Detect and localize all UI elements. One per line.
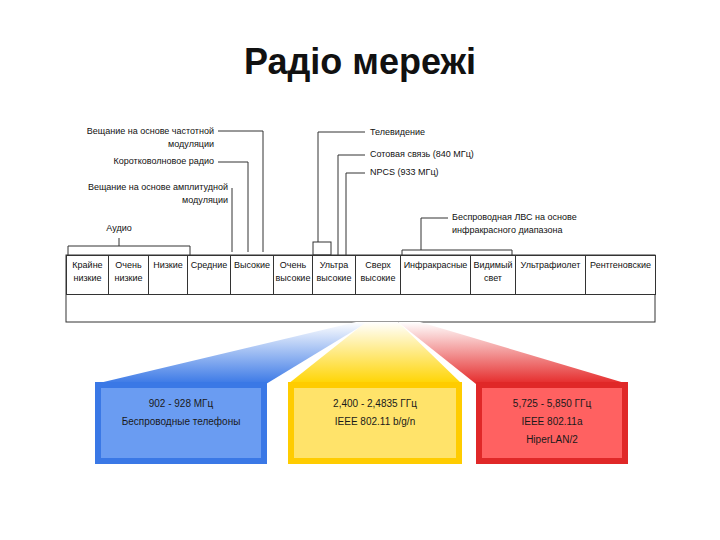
audio-bracket — [68, 246, 190, 255]
bracket-label: Аудио — [89, 222, 149, 235]
band-name: Высокие — [232, 259, 272, 272]
slide-title: Радіо мережі — [0, 40, 720, 84]
band-name: Средние — [189, 259, 229, 272]
frequency-range: 2,400 - 2,4835 ГГц — [298, 395, 452, 413]
tv-bracket — [313, 242, 331, 255]
callout-label: NPCS (933 МГц) — [370, 166, 570, 179]
band-name: Ультра высокие — [314, 259, 354, 285]
band-name: Видимый свет — [472, 259, 514, 285]
frequency-box: 2,400 - 2,4835 ГГцIEEE 802.11 b/g/n — [294, 388, 456, 458]
frequency-box: 5,725 - 5,850 ГГцIEEE 802.11aHiperLAN/2 — [482, 388, 622, 458]
callout-label: Беспроводная ЛВС на основе инфракрасного… — [452, 211, 587, 237]
callout-label: Вещание на основе частотной модуляции — [74, 125, 214, 151]
standard-name: IEEE 802.11 b/g/n — [298, 413, 452, 431]
leader-line — [421, 218, 448, 250]
band-cell: Низкие — [148, 255, 188, 295]
callout-label: Коротковолновое радио — [74, 155, 214, 168]
band-cell: Очень высокие — [273, 255, 313, 295]
leader-line — [318, 132, 365, 242]
yellow-frame — [288, 382, 462, 464]
callout-label: Сотовая связь (840 МГц) — [370, 148, 570, 161]
band-name: Очень низкие — [110, 259, 147, 285]
band-cell: Крайне низкие — [66, 255, 109, 295]
frequency-range: 902 - 928 МГц — [105, 395, 257, 413]
leader-line — [218, 162, 248, 252]
frequency-box: 902 - 928 МГцБеспроводные телефоны — [101, 388, 261, 458]
band-name: Крайне низкие — [68, 259, 107, 285]
standard-name: HiperLAN/2 — [486, 431, 618, 449]
standard-name: IEEE 802.11a — [486, 413, 618, 431]
leader-line — [346, 173, 365, 255]
band-name: Инфракрасные — [402, 259, 469, 272]
standard-name: Беспроводные телефоны — [105, 413, 257, 431]
blue-frame — [95, 382, 267, 464]
leader-line — [338, 155, 365, 255]
band-cell: Сверх высокие — [355, 255, 401, 295]
band-cell: Ультра высокие — [312, 255, 356, 295]
red-beam — [398, 322, 628, 384]
frequency-range: 5,725 - 5,850 ГГц — [486, 395, 618, 413]
band-name: Низкие — [150, 259, 186, 272]
band-name: Очень высокие — [275, 259, 311, 285]
band-cell: Видимый свет — [470, 255, 516, 295]
band-name: Сверх высокие — [357, 259, 399, 285]
band-cell: Инфракрасные — [400, 255, 471, 295]
band-cell: Высокие — [230, 255, 274, 295]
callout-label: Вещание на основе амплитудной модуляции — [78, 181, 228, 207]
band-cell: Очень низкие — [108, 255, 149, 295]
red-frame — [476, 382, 628, 464]
callout-label: Телевидение — [370, 126, 570, 139]
spectrum-bar — [66, 255, 655, 322]
band-cell: Средние — [187, 255, 231, 295]
band-cell: Ультрафиолет — [515, 255, 586, 295]
band-name: Ультрафиолет — [517, 259, 584, 272]
leader-line — [232, 188, 233, 252]
band-cell: Рентгеновские — [585, 255, 656, 295]
band-name: Рентгеновские — [587, 259, 654, 272]
leader-line — [119, 238, 120, 246]
